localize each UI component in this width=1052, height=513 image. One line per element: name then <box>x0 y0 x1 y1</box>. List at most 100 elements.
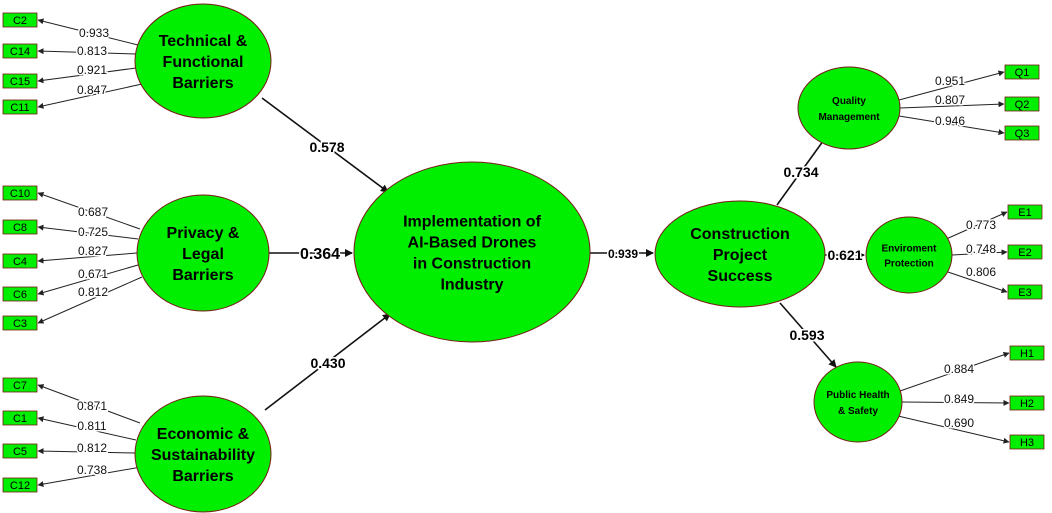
loading-value-c8: 0.725 <box>78 225 108 239</box>
construct-success <box>654 200 826 308</box>
loading-arrow-c3 <box>37 276 143 324</box>
indicator-box-e3 <box>1007 284 1043 300</box>
construct-environment <box>865 216 953 294</box>
loading-value-e3: 0.806 <box>966 265 996 279</box>
path-success-quality <box>776 136 827 206</box>
indicator-box-q3 <box>1004 125 1040 141</box>
loading-arrow-h1 <box>899 351 1010 392</box>
loading-value-c14: 0.813 <box>77 44 107 58</box>
construct-economic <box>134 395 272 513</box>
indicator-label-e2: E2 <box>1018 247 1031 259</box>
construct-technical <box>134 3 272 119</box>
indicator-box-c3 <box>2 315 38 331</box>
construct-privacy <box>136 194 270 312</box>
loading-value-c4: 0.827 <box>78 244 108 258</box>
loading-value-c7: 0.871 <box>77 399 107 413</box>
indicator-label-c14: C14 <box>10 46 30 58</box>
indicator-box-q1 <box>1004 64 1040 80</box>
indicator-box-c4 <box>2 253 38 269</box>
path-success-quality-coefficient: 0.734 <box>783 164 818 180</box>
loading-arrow-c10 <box>37 192 141 230</box>
path-privacy-implementation-coefficient: 0.364 <box>300 246 340 263</box>
loading-arrow-c15 <box>37 67 137 84</box>
loading-value-h3: 0.690 <box>944 416 974 430</box>
construct-quality <box>797 66 901 150</box>
loading-value-h2: 0.849 <box>944 392 974 406</box>
loading-arrow-c2 <box>37 18 139 46</box>
loading-arrow-c5 <box>37 448 137 455</box>
indicator-box-c14 <box>2 43 38 59</box>
indicator-box-c5 <box>2 443 38 459</box>
indicator-label-c3: C3 <box>13 318 27 330</box>
loading-arrow-e1 <box>943 211 1008 241</box>
loading-arrow-c7 <box>37 384 141 424</box>
loading-value-c11: 0.847 <box>77 83 107 97</box>
indicator-label-q2: Q2 <box>1015 99 1030 111</box>
loading-arrow-q2 <box>899 101 1005 109</box>
loading-value-c6: 0.671 <box>78 267 108 281</box>
loading-arrow-c8 <box>37 224 139 240</box>
loading-value-q2: 0.807 <box>935 93 965 107</box>
indicator-label-c2: C2 <box>13 15 27 27</box>
loading-value-q1: 0.951 <box>935 74 965 88</box>
path-success-health <box>779 302 837 368</box>
indicator-box-q2 <box>1004 96 1040 112</box>
indicator-label-h1: H1 <box>1020 348 1034 360</box>
loading-arrow-c12 <box>37 466 142 488</box>
shape-layer <box>2 3 1045 513</box>
indicator-label-c7: C7 <box>13 380 27 392</box>
indicator-label-e3: E3 <box>1018 287 1031 299</box>
loading-value-c10: 0.687 <box>78 205 108 219</box>
path-technical-implementation-coefficient: 0.578 <box>309 139 344 155</box>
indicator-box-c2 <box>2 12 38 28</box>
loading-arrow-c6 <box>37 264 139 296</box>
indicator-box-c6 <box>2 286 38 302</box>
indicator-label-c15: C15 <box>10 76 30 88</box>
indicator-label-c6: C6 <box>13 289 27 301</box>
indicator-box-e2 <box>1007 244 1043 260</box>
indicator-label-c12: C12 <box>10 480 30 492</box>
indicator-label-h3: H3 <box>1020 437 1034 449</box>
loading-arrow-c4 <box>37 252 138 264</box>
loading-arrow-q1 <box>898 70 1005 101</box>
indicator-box-c11 <box>2 99 38 115</box>
indicator-box-c8 <box>2 219 38 235</box>
loading-value-c12: 0.738 <box>77 463 107 477</box>
loading-arrow-q3 <box>898 115 1005 136</box>
loading-value-e1: 0.773 <box>966 218 996 232</box>
path-economic-implementation-coefficient: 0.430 <box>310 355 345 371</box>
loading-value-h1: 0.884 <box>944 362 974 376</box>
path-success-health-coefficient: 0.593 <box>789 327 824 343</box>
indicator-box-c12 <box>2 477 38 493</box>
loading-value-e2: 0.748 <box>966 242 996 256</box>
indicator-box-h3 <box>1009 434 1045 450</box>
indicator-label-c8: C8 <box>13 222 27 234</box>
indicator-label-c11: C11 <box>10 102 29 114</box>
indicator-box-h2 <box>1009 395 1045 411</box>
indicator-box-c10 <box>2 185 38 201</box>
loading-value-c15: 0.921 <box>77 63 107 77</box>
path-success-environment-coefficient: 0.621 <box>827 247 862 263</box>
indicator-label-c5: C5 <box>13 446 27 458</box>
loading-arrow-c14 <box>37 48 137 55</box>
indicator-box-c7 <box>2 377 38 393</box>
connector-layer <box>37 18 1010 488</box>
loading-arrow-e3 <box>941 269 1008 294</box>
construct-label-health: Public Health& Safety <box>826 390 889 417</box>
indicator-box-e1 <box>1007 204 1043 220</box>
indicator-label-e1: E1 <box>1018 207 1031 219</box>
loading-value-c3: 0.812 <box>78 285 108 299</box>
construct-implementation <box>353 161 591 343</box>
indicator-label-h2: H2 <box>1020 398 1034 410</box>
indicator-label-q3: Q3 <box>1015 128 1030 140</box>
construct-health <box>813 361 903 443</box>
loading-value-c5: 0.812 <box>77 441 107 455</box>
